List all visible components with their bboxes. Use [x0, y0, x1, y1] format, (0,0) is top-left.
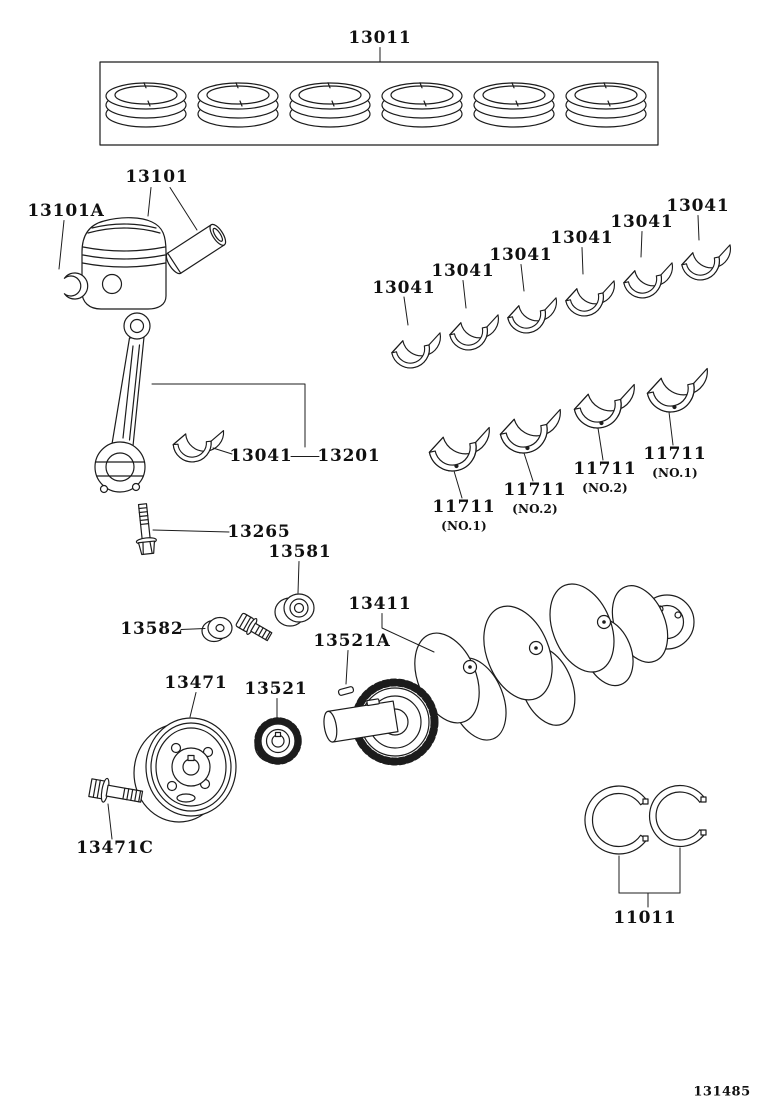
- callout-rod-bearing: 13041: [666, 196, 730, 216]
- callout-main-bearing: 11711: [432, 497, 496, 517]
- callout-sprocket: 13521: [244, 679, 308, 699]
- callout-pulley-bolt: 13471C: [76, 838, 154, 858]
- rod-bolt: [135, 503, 157, 556]
- callout-connecting-rod: 13201: [317, 446, 381, 466]
- callout-ring-set: 13011: [348, 28, 412, 48]
- callout-rod-bolt: 13265: [227, 522, 291, 542]
- pulley-bolt: [88, 777, 144, 803]
- callout-spacer: 13581: [268, 542, 332, 562]
- callout-main-bearing: 11711: [643, 444, 707, 464]
- callout-key: 13521A: [313, 631, 391, 651]
- callout-rod-bearing: 13041: [610, 212, 674, 232]
- piston-ring-sets: [99, 61, 659, 146]
- crank-key: [337, 686, 355, 696]
- callout-crankshaft: 13411: [348, 594, 412, 614]
- thrust-washers: [584, 784, 707, 855]
- callout-rod-bearing: 13041: [229, 446, 293, 466]
- callout-snap-ring: 13101A: [27, 201, 105, 221]
- callout-main-bearing: 11711: [573, 459, 637, 479]
- crankshaft: [323, 583, 695, 766]
- callout-rod-bearing: 13041: [550, 228, 614, 248]
- figure-number: 131485: [693, 1084, 751, 1100]
- callout-main-bearing-pos: (NO.1): [652, 466, 698, 480]
- piston: [81, 217, 167, 310]
- callout-pulley: 13471: [164, 673, 228, 693]
- callout-rod-bearing: 13041: [489, 245, 553, 265]
- callout-rod-bearing: 13041: [372, 278, 436, 298]
- callout-main-bearing: 11711: [503, 480, 567, 500]
- callout-washer-bolt: 13582: [120, 619, 184, 639]
- spacer-13581: [274, 593, 315, 627]
- rod-bearing-single: [171, 430, 227, 465]
- crank-pulley: [133, 717, 237, 823]
- callout-main-bearing-pos: (NO.1): [441, 519, 487, 533]
- washer-bolt-13582: [201, 612, 273, 643]
- crank-sprocket: [254, 717, 302, 765]
- callout-main-bearing-pos: (NO.2): [582, 481, 628, 495]
- connecting-rod: [94, 312, 151, 494]
- piston-pin: [165, 223, 227, 275]
- callout-thrust-washer: 11011: [613, 908, 677, 928]
- callout-piston: 13101: [125, 167, 189, 187]
- callout-main-bearing-pos: (NO.2): [512, 502, 558, 516]
- leader-lines: [58, 47, 700, 908]
- snap-ring: [63, 272, 89, 300]
- callout-rod-bearing: 13041: [431, 261, 495, 281]
